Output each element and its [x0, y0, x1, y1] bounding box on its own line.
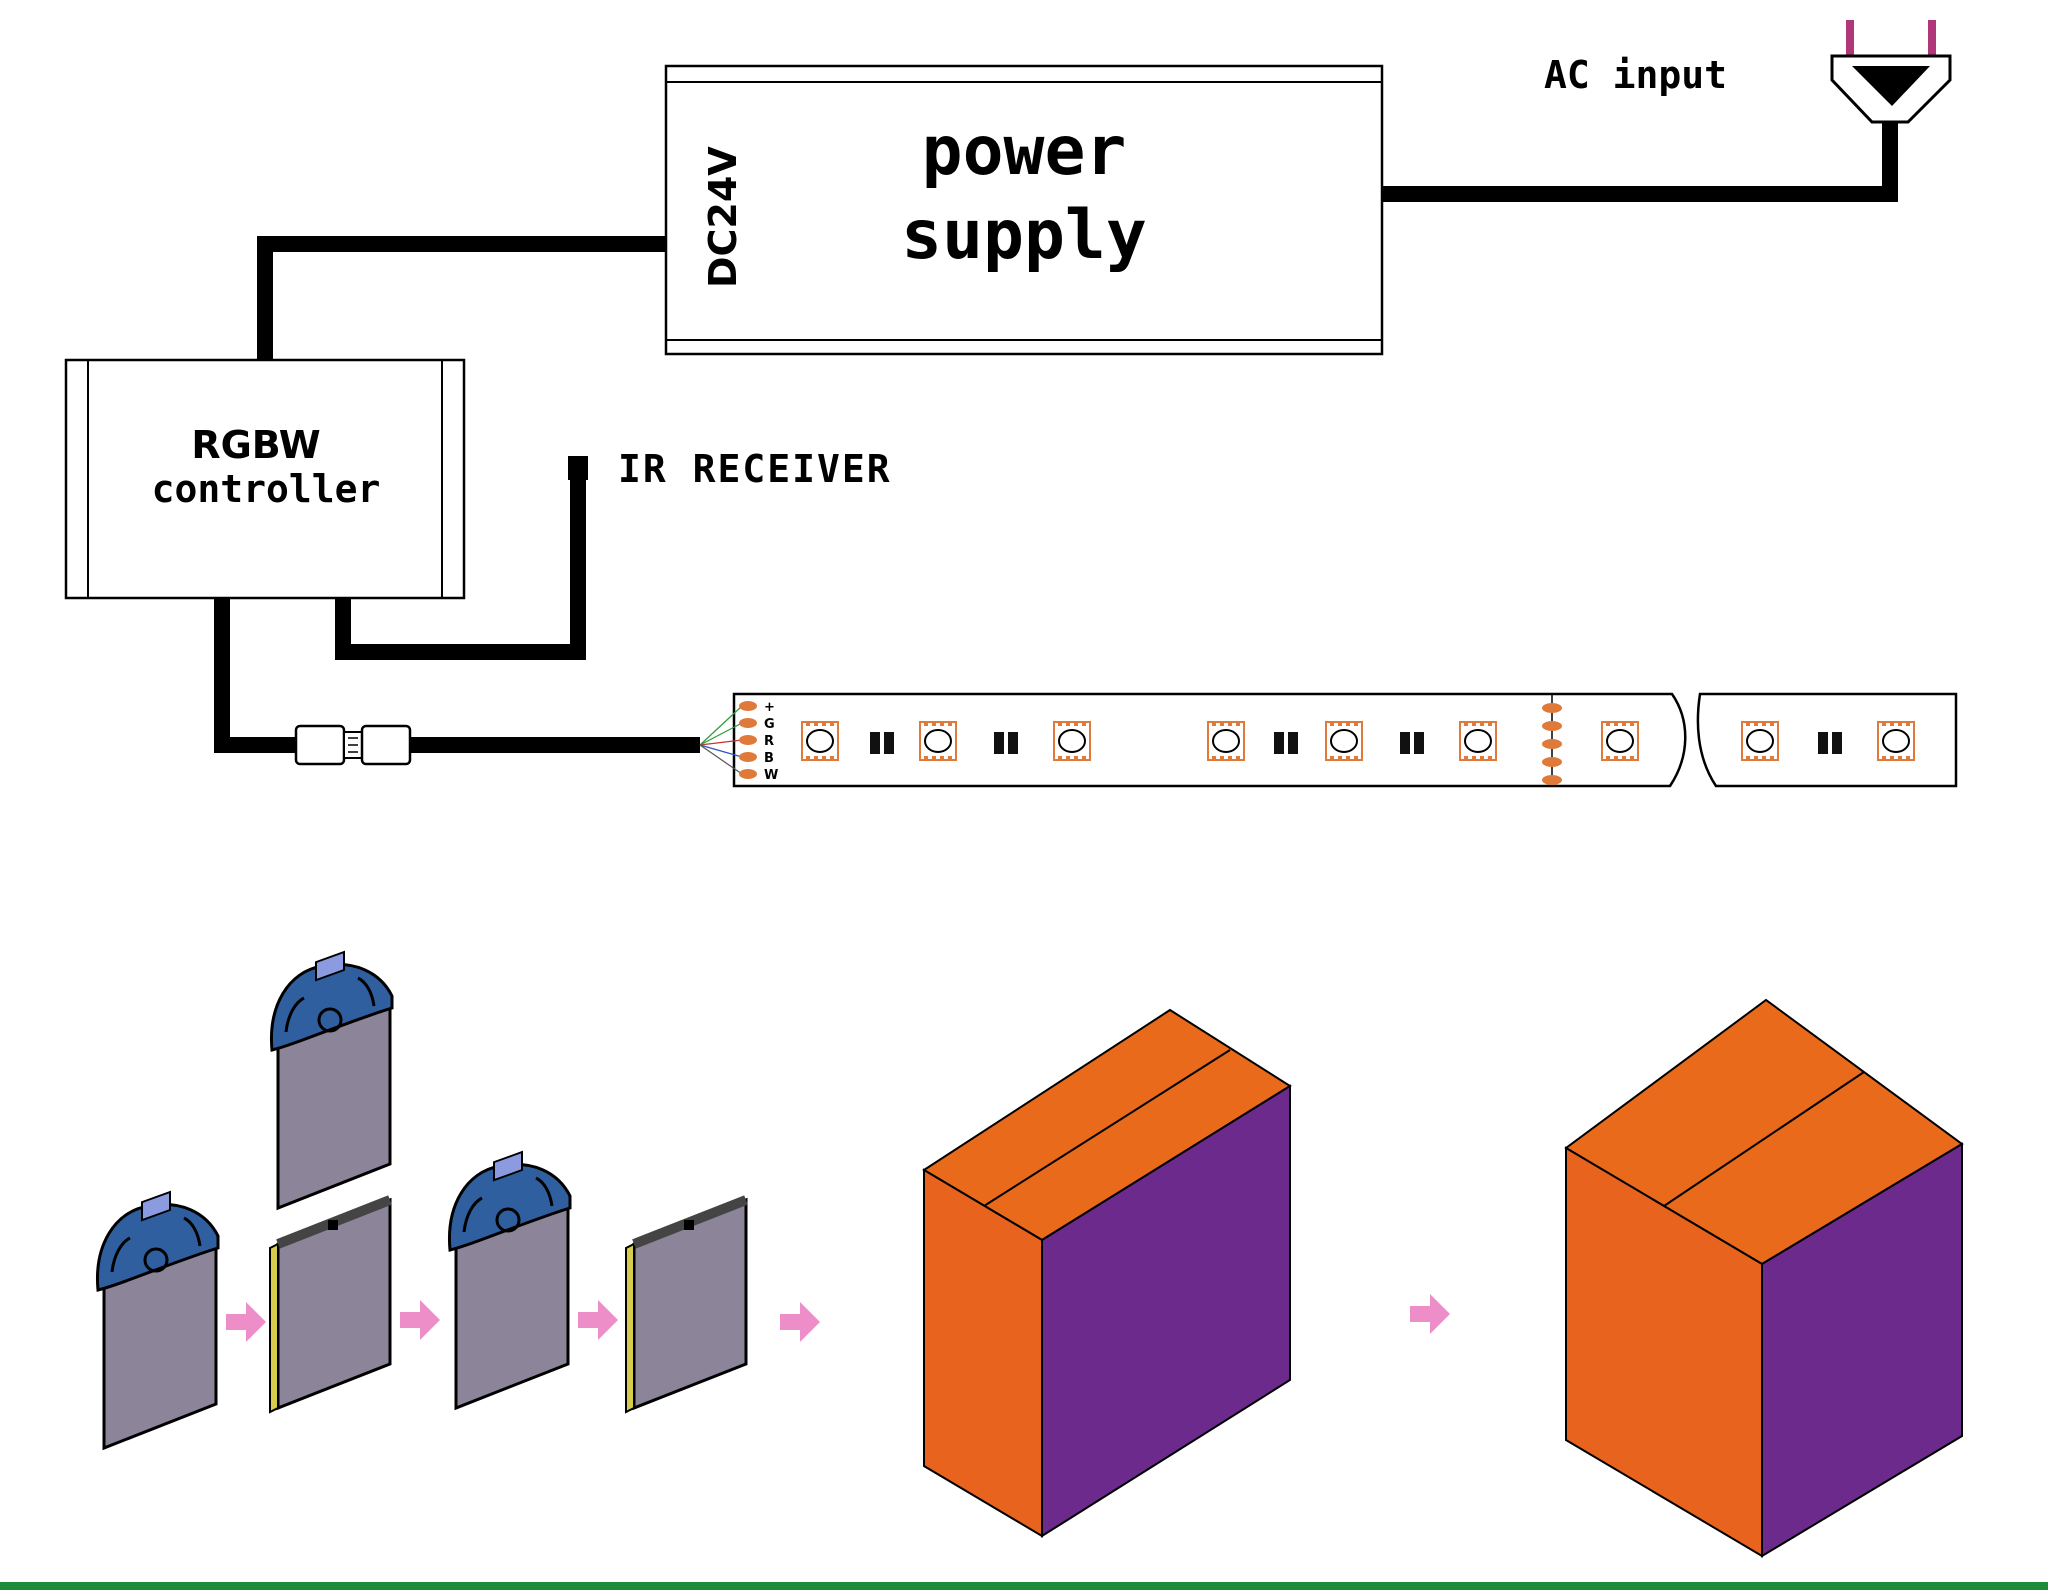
- step-arrow-3: [578, 1300, 618, 1340]
- ac-plug-icon: [1830, 20, 1952, 124]
- smd-resistor: [1818, 732, 1842, 754]
- ir-receiver-label: IR RECEIVER: [618, 447, 892, 491]
- smd-led-chip: [919, 721, 957, 761]
- smd-resistor: [994, 732, 1018, 754]
- ir-receiver-head: [568, 456, 588, 480]
- smd-led-chip: [1207, 721, 1245, 761]
- dc-cable: [257, 236, 666, 360]
- controller-title-line1: RGBW: [191, 423, 320, 467]
- packaging-step-reel-2: [447, 1150, 572, 1410]
- led-strip: + G R B W: [699, 692, 1958, 788]
- cube-carton-box: [1564, 998, 1964, 1558]
- ir-receiver-cable: [335, 476, 586, 660]
- ac-input-label: AC input: [1544, 53, 1727, 97]
- strip-connector: [294, 724, 412, 766]
- ac-cable: [1382, 122, 1898, 202]
- step-arrow-2: [400, 1300, 440, 1340]
- rgbw-controller: RGBW controller: [64, 358, 466, 600]
- footer-bar: [0, 1582, 2048, 1590]
- smd-led-chip: [801, 721, 839, 761]
- wires: [214, 122, 1898, 753]
- step-arrow-1: [226, 1302, 266, 1342]
- svg-text:+: +: [764, 700, 775, 715]
- packaging-step-reel-top: [269, 950, 394, 1210]
- smd-led-chip: [1877, 721, 1915, 761]
- strip-pin-labels: + G R B W: [764, 700, 778, 783]
- smd-led-chip: [1459, 721, 1497, 761]
- svg-text:G: G: [764, 717, 775, 732]
- smd-led-chip: [1325, 721, 1363, 761]
- smd-led-chip: [1053, 721, 1091, 761]
- step-arrow-4: [780, 1302, 820, 1342]
- packaging-step-card-1: [270, 1200, 390, 1412]
- svg-text:B: B: [764, 751, 774, 766]
- svg-text:R: R: [764, 734, 774, 749]
- power-supply-title-line1: power: [922, 112, 1127, 191]
- power-supply-title-line2: supply: [901, 196, 1147, 275]
- packaging-step-card-2: [626, 1200, 746, 1412]
- svg-text:W: W: [764, 768, 778, 783]
- power-supply: power supply DC24V: [664, 64, 1384, 356]
- strip-solder-pads: [739, 701, 1562, 785]
- smd-resistor: [870, 732, 894, 754]
- smd-led-chip: [1741, 721, 1779, 761]
- smd-resistor: [1274, 732, 1298, 754]
- smd-resistor: [1400, 732, 1424, 754]
- step-arrow-5: [1410, 1294, 1450, 1334]
- flat-carton-box: [922, 1008, 1292, 1538]
- packaging-sequence: [95, 950, 1964, 1558]
- packaging-step-reel-1: [95, 1190, 220, 1450]
- strip-components: [801, 721, 1915, 761]
- dc-voltage-label: DC24V: [701, 146, 745, 288]
- output-cable: [214, 598, 296, 753]
- controller-title-line2: controller: [152, 467, 381, 511]
- smd-led-chip: [1601, 721, 1639, 761]
